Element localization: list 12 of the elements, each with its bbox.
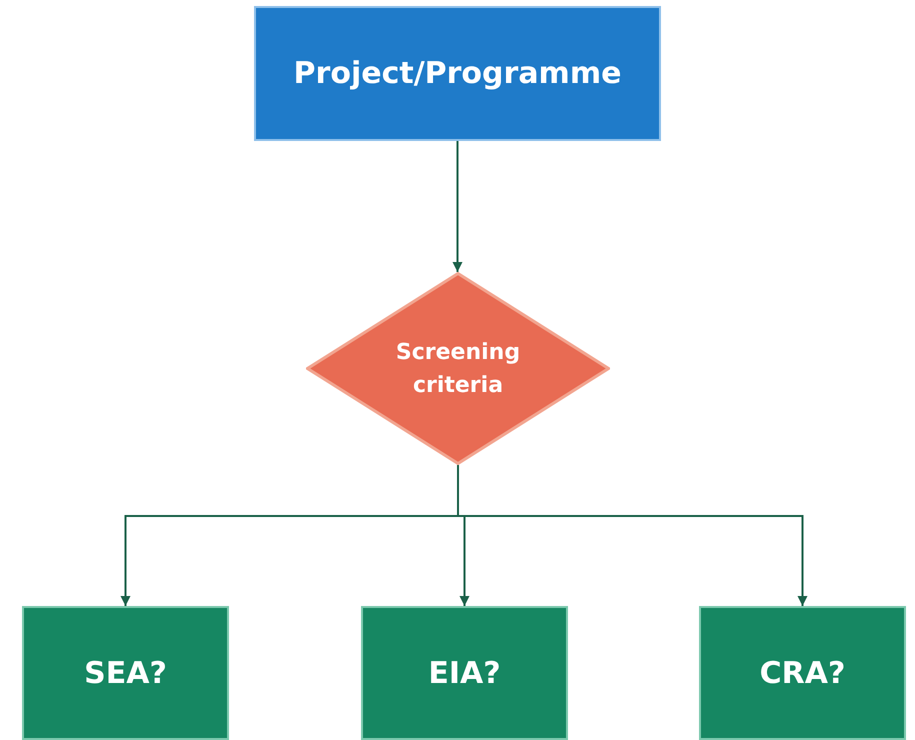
decision-diamond [306, 272, 610, 465]
outcome-box [699, 606, 906, 740]
outcome-box [22, 606, 229, 740]
node-label: Project/Programme [294, 55, 622, 93]
process-box [254, 6, 661, 141]
node-label: Screening criteria [394, 338, 522, 400]
arrow [452, 141, 462, 272]
arrow [457, 465, 808, 606]
node-label: EIA? [428, 654, 501, 692]
node-label: CRA? [760, 654, 846, 692]
outcome-box [361, 606, 568, 740]
node-label: SEA? [84, 654, 167, 692]
